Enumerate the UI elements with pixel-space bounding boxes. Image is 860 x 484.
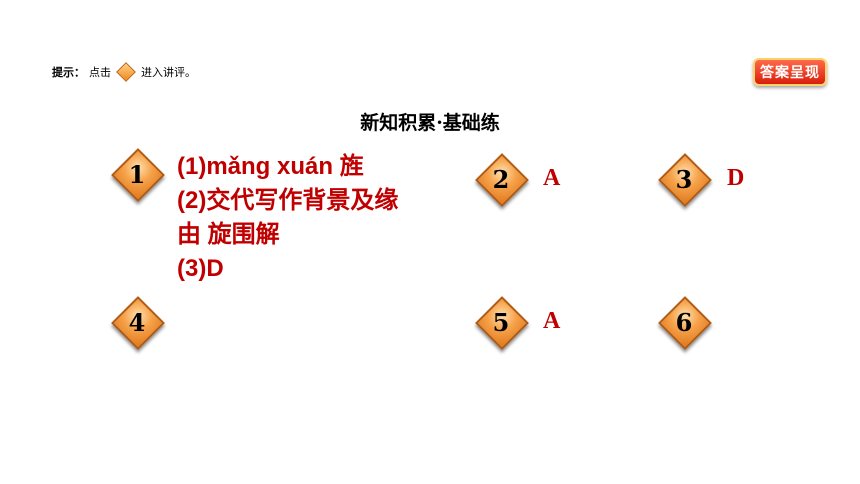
hint-text-before: 点击 bbox=[89, 66, 111, 79]
question-5-answer: A bbox=[543, 308, 561, 334]
section-title: 新知积累·基础练 bbox=[360, 112, 500, 134]
answer-line: (1)mǎng xuán 旌 bbox=[177, 153, 364, 180]
hint-bar: 提示： 点击 进入讲评。 bbox=[52, 62, 196, 82]
question-3-badge[interactable]: 3 bbox=[658, 153, 712, 207]
show-answers-button[interactable]: 答案呈现 bbox=[753, 58, 827, 86]
question-number: 4 bbox=[128, 307, 146, 337]
question-1-answer: (1)mǎng xuán 旌 (2)交代写作背景及缘 由 旋围解 (3)D bbox=[177, 150, 452, 286]
question-2-badge[interactable]: 2 bbox=[475, 153, 529, 207]
hint-text-after: 进入讲评。 bbox=[141, 66, 196, 79]
question-3-answer: D bbox=[727, 165, 745, 191]
answer-line: (2)交代写作背景及缘 bbox=[177, 187, 399, 214]
question-1-badge[interactable]: 1 bbox=[111, 148, 165, 202]
answer-line: 由 旋围解 bbox=[177, 221, 280, 248]
question-number: 5 bbox=[492, 307, 510, 337]
question-number: 6 bbox=[675, 307, 693, 337]
question-2-answer: A bbox=[543, 165, 561, 191]
question-number: 2 bbox=[492, 164, 510, 194]
question-5-badge[interactable]: 5 bbox=[475, 296, 529, 350]
question-number: 1 bbox=[128, 159, 146, 189]
question-6-badge[interactable]: 6 bbox=[658, 296, 712, 350]
hint-label: 提示： bbox=[52, 66, 85, 79]
question-4-badge[interactable]: 4 bbox=[111, 296, 165, 350]
question-number: 3 bbox=[675, 164, 693, 194]
answer-line: (3)D bbox=[177, 255, 224, 282]
diamond-icon bbox=[116, 62, 136, 82]
